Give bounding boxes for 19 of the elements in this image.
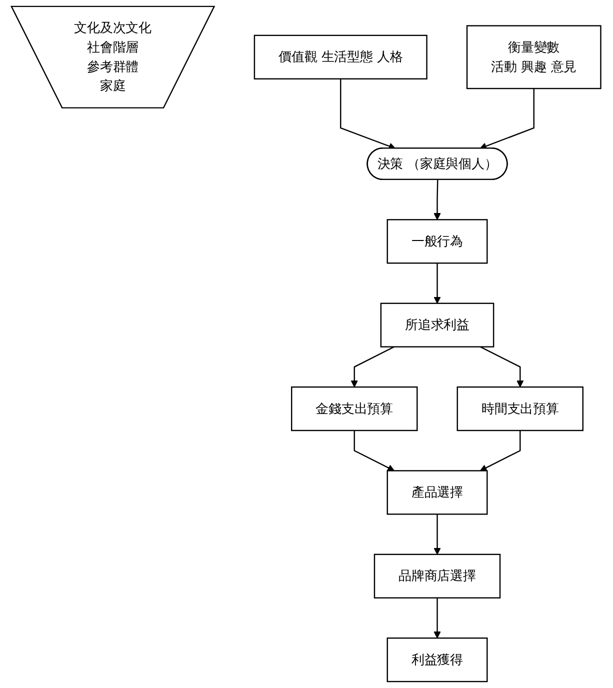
node-box: 衡量變數 活動 興趣 意見 <box>466 25 602 90</box>
node-box: 一般行為 <box>387 219 488 264</box>
arrow <box>354 430 395 472</box>
arrow <box>480 430 522 472</box>
arrow <box>434 514 442 555</box>
arrow <box>434 180 442 220</box>
node-box: 利益獲得 <box>387 638 488 682</box>
node-box: 價值觀 生活型態 人格 <box>254 34 428 80</box>
node-box: 時間支出預算 <box>457 386 584 432</box>
arrow <box>434 263 442 304</box>
arrow <box>434 598 442 638</box>
node-box: 所追求利益 <box>380 302 495 348</box>
arrow <box>480 88 535 150</box>
node-box: 金錢支出預算 <box>291 386 418 432</box>
arrow <box>340 78 396 150</box>
arrow <box>351 346 395 388</box>
node-box: 產品選擇 <box>387 470 488 515</box>
node-box: 品牌商店選擇 <box>374 554 502 598</box>
arrow <box>480 346 524 388</box>
